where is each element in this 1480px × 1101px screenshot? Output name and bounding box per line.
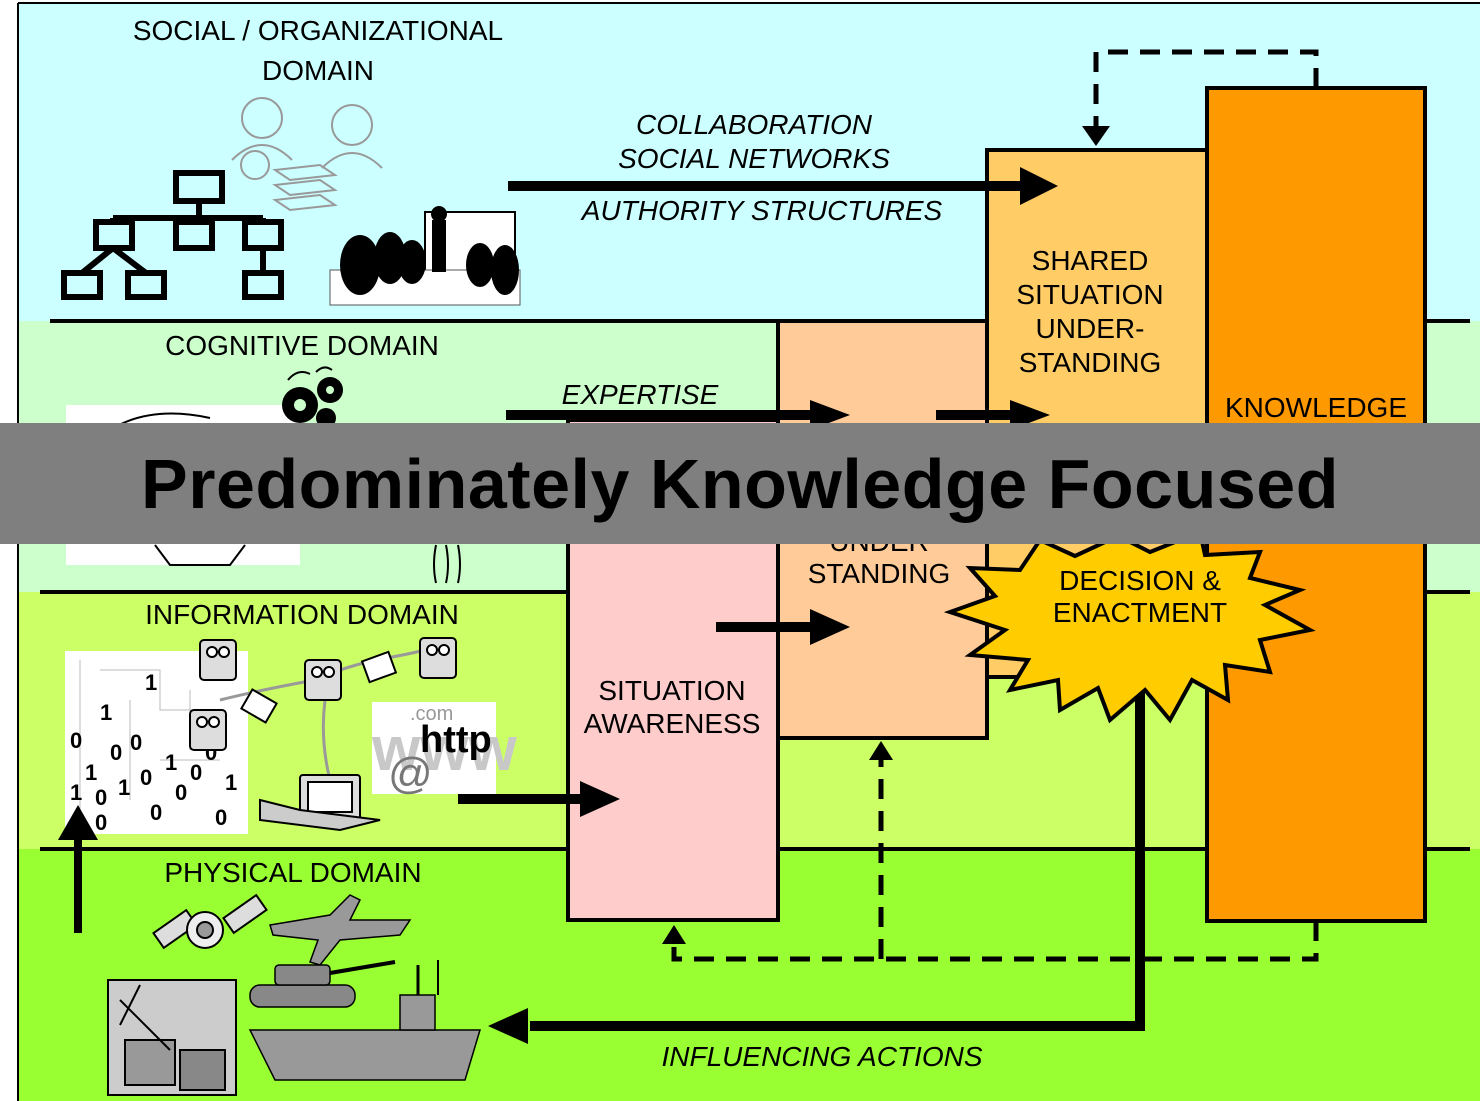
satellite-icon [152, 893, 268, 950]
web-address-icon: www http .com @ [371, 702, 517, 798]
gears-icon [282, 366, 343, 428]
svg-text:0: 0 [150, 800, 162, 825]
situation-awareness-label-2: AWARENESS [584, 708, 761, 739]
understanding-label-2: STANDING [808, 558, 951, 589]
influencing-actions-arrow [488, 680, 1145, 1044]
svg-text:1: 1 [225, 770, 237, 795]
fighter-jet-icon [269, 894, 412, 966]
aircraft-carrier-icon [248, 960, 482, 1081]
svg-text:0: 0 [175, 780, 187, 805]
knowledge-label: KNOWLEDGE [1225, 392, 1407, 423]
cognitive-domain-title: COGNITIVE DOMAIN [165, 330, 439, 361]
awareness-to-understanding-arrow [716, 609, 850, 645]
shared-understanding-label-2: SITUATION [1016, 279, 1163, 310]
svg-text:1: 1 [145, 670, 157, 695]
tank-icon [249, 960, 396, 1008]
svg-text:0: 0 [190, 760, 202, 785]
svg-text:1: 1 [85, 760, 97, 785]
svg-text:0: 0 [70, 728, 82, 753]
svg-text:0: 0 [95, 785, 107, 810]
svg-text:1: 1 [118, 775, 130, 800]
upward-flow-arrow [58, 805, 98, 933]
expertise-label: EXPERTISE [562, 379, 719, 410]
information-input-arrow [458, 781, 620, 817]
org-chart-icon [61, 170, 284, 300]
binary-data-icon: 011 001 000 100 001 011 [65, 651, 248, 835]
banner-text: Predominately Knowledge Focused [141, 444, 1339, 523]
feedback-arrowhead-awareness [662, 925, 686, 944]
collaboration-label: COLLABORATION [636, 109, 873, 140]
feedback-arrowhead-understanding [869, 741, 893, 760]
svg-text:http: http [420, 719, 492, 761]
svg-text:0: 0 [130, 730, 142, 755]
influencing-actions-label: INFLUENCING ACTIONS [662, 1041, 983, 1072]
lower-feedback-loop [671, 760, 1319, 962]
svg-text:0: 0 [140, 765, 152, 790]
expertise-arrow [506, 400, 850, 430]
social-input-arrow [508, 167, 1058, 205]
information-domain-title: INFORMATION DOMAIN [145, 599, 459, 630]
svg-text:1: 1 [165, 750, 177, 775]
situation-awareness-label-1: SITUATION [598, 675, 745, 706]
authority-structures-label: AUTHORITY STRUCTURES [580, 195, 943, 226]
shared-understanding-label-1: SHARED [1032, 245, 1149, 276]
knowledge-focus-banner: Predominately Knowledge Focused [0, 423, 1480, 544]
social-domain-title-2: DOMAIN [262, 55, 374, 86]
decision-label-1: DECISION & [1059, 565, 1221, 596]
social-domain-title: SOCIAL / ORGANIZATIONAL [133, 15, 503, 46]
svg-text:1: 1 [70, 780, 82, 805]
collaborating-people-icon [231, 97, 383, 212]
shared-understanding-label-4: STANDING [1019, 347, 1162, 378]
understanding-to-shared-arrow [936, 400, 1050, 430]
social-networks-label: SOCIAL NETWORKS [618, 143, 890, 174]
svg-text:.com: .com [410, 703, 453, 725]
svg-text:www: www [371, 715, 517, 784]
svg-text:1: 1 [100, 700, 112, 725]
supplies-icon [107, 979, 237, 1096]
feedback-arrowhead-top [1082, 126, 1110, 146]
svg-text:@: @ [388, 749, 433, 798]
svg-text:0: 0 [215, 805, 227, 830]
decision-enactment-burst [943, 529, 1316, 724]
svg-text:0: 0 [95, 810, 107, 835]
physical-domain-title: PHYSICAL DOMAIN [164, 857, 421, 888]
meeting-icon [329, 206, 521, 306]
shared-understanding-label-3: UNDER- [1036, 313, 1145, 344]
decision-label-2: ENACTMENT [1053, 597, 1227, 628]
svg-text:0: 0 [110, 740, 122, 765]
knowledge-feedback-loop [1093, 49, 1319, 128]
network-computers-icon [189, 637, 457, 832]
